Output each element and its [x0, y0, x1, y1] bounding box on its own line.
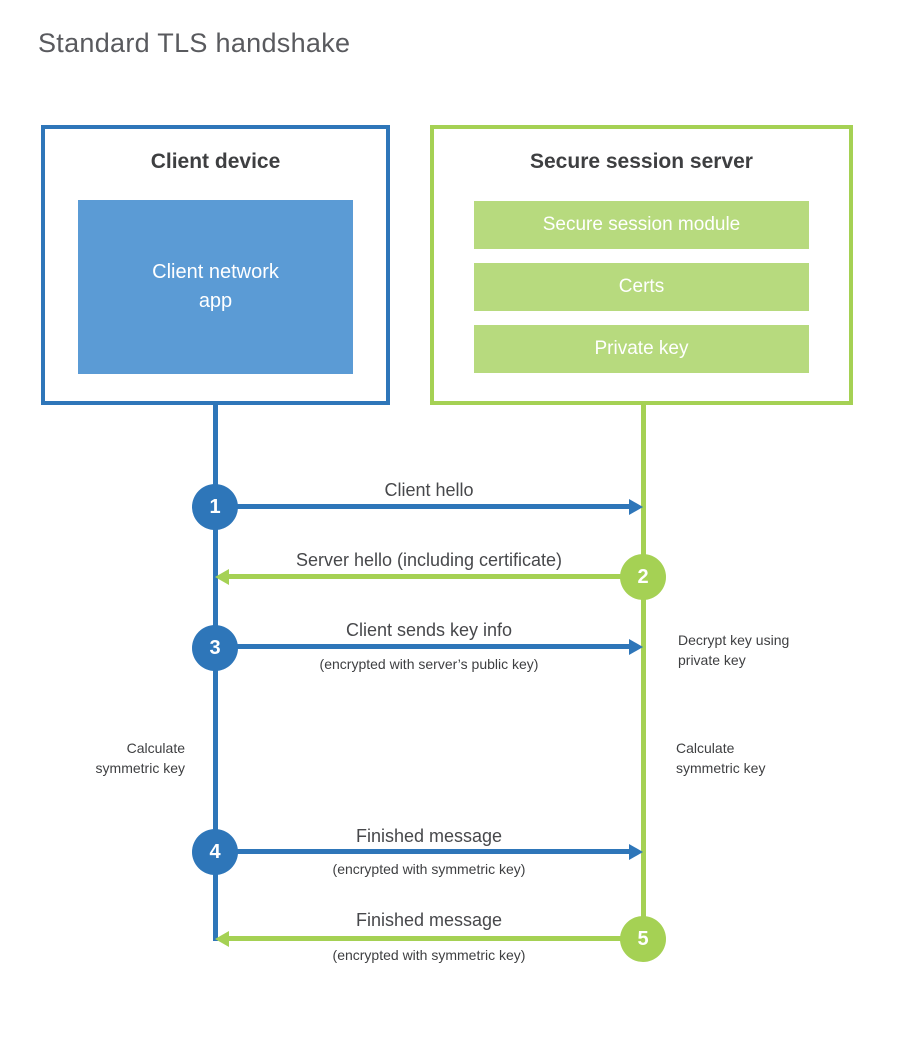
arrow-shaft: [215, 504, 631, 509]
note-calculate-symmetric-key-client: Calculate symmetric key: [95, 740, 185, 776]
client-network-app-block: Client network app: [78, 200, 353, 374]
arrow-right-icon: [629, 844, 643, 860]
server-lifeline: [641, 405, 646, 939]
sublabel-encrypted-symmetric-key-server: (encrypted with symmetric key): [332, 947, 526, 963]
arrow-shaft: [227, 574, 643, 579]
arrow-right-icon: [629, 639, 643, 655]
arrow-client-hello: [215, 499, 643, 515]
arrow-left-icon: [215, 931, 229, 947]
arrow-shaft: [215, 849, 631, 854]
sublabel-encrypted-public-key: (encrypted with server’s public key): [319, 656, 539, 672]
page-title: Standard TLS handshake: [38, 28, 351, 58]
step-badge-3: 3: [192, 625, 238, 671]
server-module-certs: Certs: [474, 263, 809, 311]
step-badge-4: 4: [192, 829, 238, 875]
arrow-server-hello: [215, 569, 643, 585]
client-device-box: Client device Client network app: [41, 125, 390, 405]
step-badge-5: 5: [620, 916, 666, 962]
note-calculate-symmetric-key-server: Calculate symmetric key: [676, 740, 766, 776]
sublabel-encrypted-symmetric-key-client: (encrypted with symmetric key): [332, 861, 526, 877]
arrow-finished-client: [215, 844, 643, 860]
client-lifeline: [213, 405, 218, 941]
secure-session-server-box: Secure session server Secure session mod…: [430, 125, 853, 405]
step-badge-1: 1: [192, 484, 238, 530]
arrow-finished-server: [215, 931, 643, 947]
server-module-secure-session: Secure session module: [474, 201, 809, 249]
server-module-private-key: Private key: [474, 325, 809, 373]
note-decrypt-key: Decrypt key using private key: [678, 632, 790, 668]
label-finished-server: Finished message: [355, 910, 503, 930]
server-heading: Secure session server: [530, 150, 753, 173]
arrow-shaft: [215, 644, 631, 649]
step-badge-2: 2: [620, 554, 666, 600]
arrow-right-icon: [629, 499, 643, 515]
arrow-shaft: [227, 936, 643, 941]
label-client-key-info: Client sends key info: [345, 620, 513, 640]
label-finished-client: Finished message: [355, 826, 503, 846]
label-server-hello: Server hello (including certificate): [295, 550, 563, 570]
arrow-client-key-info: [215, 639, 643, 655]
client-device-heading: Client device: [150, 150, 281, 173]
label-client-hello: Client hello: [384, 480, 474, 500]
arrow-left-icon: [215, 569, 229, 585]
